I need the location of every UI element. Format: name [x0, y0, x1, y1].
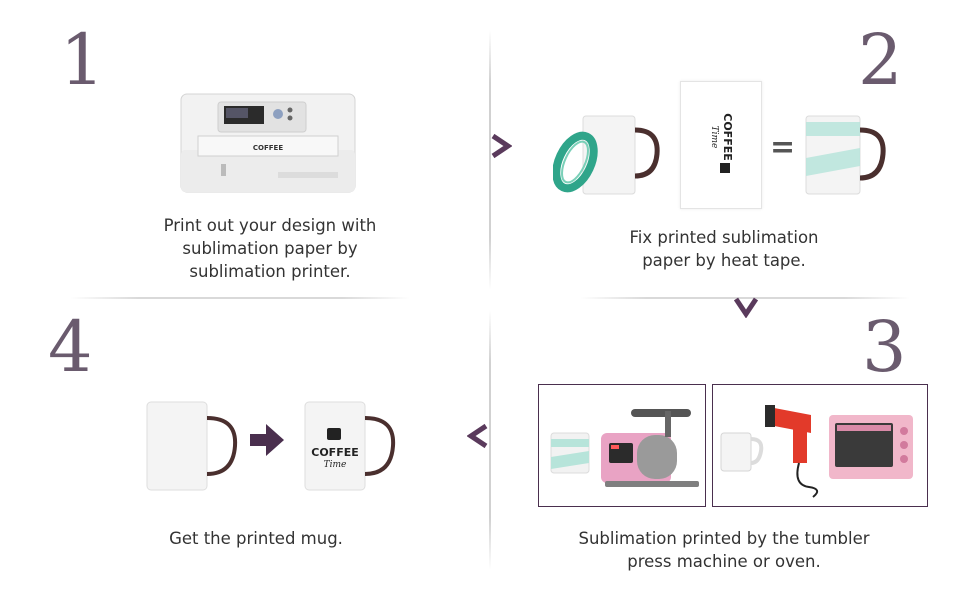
mug-with-heat-tape-image — [553, 115, 660, 195]
step-3-caption: Sublimation printed by the tumbler press… — [548, 527, 900, 573]
vertical-divider-bottom — [489, 310, 491, 570]
sublimation-printer-image: COFFEE — [180, 93, 356, 193]
step-2-caption-line-1: Fix printed sublimation — [629, 228, 819, 247]
step-1-caption-line-1: Print out your design with — [163, 216, 377, 235]
printed-mug-image: COFFEE Time — [304, 401, 396, 491]
arrow-down-icon — [733, 297, 759, 318]
mug-time-text: Time — [324, 460, 347, 470]
step-4-number: 4 — [48, 306, 93, 388]
paper-time-text: Time — [709, 126, 719, 149]
arrow-right-block-icon — [250, 424, 284, 456]
paper-coffee-text: COFFEE — [721, 113, 734, 160]
tumbler-press-image — [550, 409, 699, 487]
step-2-caption: Fix printed sublimation paper by heat ta… — [574, 226, 874, 272]
step-3-caption-line-1: Sublimation printed by the tumbler — [578, 529, 870, 548]
step-1-caption-line-3: sublimation printer. — [189, 262, 351, 281]
heat-gun-oven-frame — [712, 384, 928, 507]
step-4-caption: Get the printed mug. — [106, 527, 406, 550]
step-1-caption-line-2: sublimation paper by — [182, 239, 358, 258]
horizontal-divider-right — [580, 297, 910, 299]
horizontal-divider-left — [70, 297, 410, 299]
step-1-caption: Print out your design with sublimation p… — [120, 214, 420, 283]
mug-coffee-text: COFFEE — [311, 446, 358, 459]
step-1-number: 1 — [60, 19, 105, 101]
step-4-caption-line-1: Get the printed mug. — [169, 529, 343, 548]
step-2-number: 2 — [858, 19, 903, 101]
step-2-caption-line-2: paper by heat tape. — [642, 251, 806, 270]
blank-mug-image — [146, 401, 238, 491]
tumbler-press-frame — [538, 384, 706, 507]
wrapped-mug-image — [805, 115, 886, 195]
vertical-divider-top — [489, 30, 491, 290]
equals-sign: = — [770, 130, 796, 165]
step-3-number: 3 — [862, 306, 907, 388]
coffee-time-design-icon: COFFEE Time — [709, 113, 734, 173]
printed-coffee-text: COFFEE — [253, 144, 283, 152]
heat-gun-and-oven-image — [720, 405, 913, 498]
step-3-caption-line-2: press machine or oven. — [627, 552, 821, 571]
arrow-right-icon — [491, 133, 512, 159]
arrow-left-icon — [467, 423, 488, 449]
sublimation-paper-image: COFFEE Time — [680, 81, 762, 209]
